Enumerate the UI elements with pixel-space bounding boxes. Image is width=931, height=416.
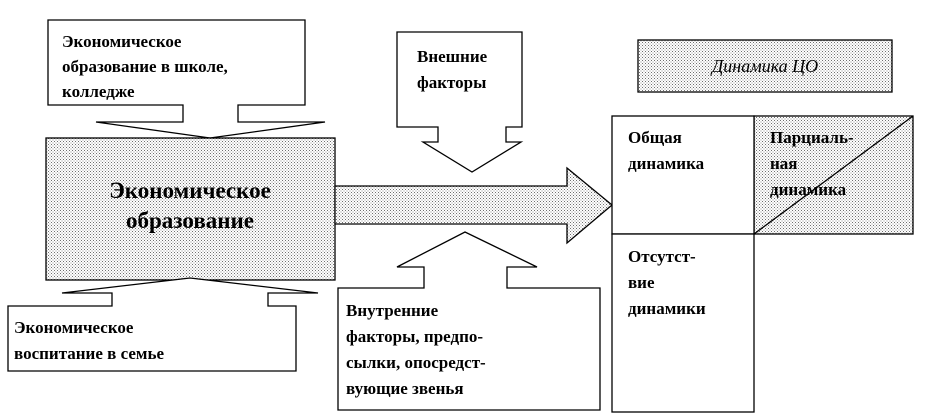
internal-line-3: сылки, опосредст-	[346, 353, 486, 372]
internal-line-4: вующие звенья	[346, 379, 464, 398]
internal-line-2: факторы, предпо-	[346, 327, 483, 346]
partial-line-3: динамика	[770, 180, 847, 199]
internal-line-1: Внутренние	[346, 301, 439, 320]
absent-line-2: вие	[628, 273, 655, 292]
external-callout: Внешние факторы	[397, 32, 522, 172]
dynamics-title-box: Динамика ЦО	[638, 40, 892, 92]
main-flow-arrow	[335, 168, 612, 243]
external-line-2: факторы	[417, 73, 486, 92]
main-education-box: Экономическое образование	[46, 138, 335, 280]
family-line-2: воспитание в семье	[14, 344, 164, 363]
dynamics-grid: Общая динамика Парциаль- ная динамика От…	[612, 116, 913, 412]
school-line-2: образование в школе,	[62, 57, 228, 76]
school-line-3: колледже	[62, 82, 135, 101]
dynamics-title: Динамика ЦО	[710, 56, 818, 76]
general-line-1: Общая	[628, 128, 682, 147]
main-line-1: Экономическое	[109, 178, 271, 203]
school-line-1: Экономическое	[62, 32, 182, 51]
main-line-2: образование	[126, 208, 254, 233]
absent-line-1: Отсутст-	[628, 247, 696, 266]
partial-line-1: Парциаль-	[770, 128, 854, 147]
general-line-2: динамика	[628, 154, 705, 173]
absent-line-3: динамики	[628, 299, 706, 318]
external-line-1: Внешние	[417, 47, 488, 66]
internal-callout: Внутренние факторы, предпо- сылки, опоср…	[338, 232, 600, 410]
school-callout: Экономическое образование в школе, колле…	[48, 20, 325, 138]
family-line-1: Экономическое	[14, 318, 134, 337]
partial-line-2: ная	[770, 154, 798, 173]
family-callout: Экономическое воспитание в семье	[8, 278, 318, 371]
